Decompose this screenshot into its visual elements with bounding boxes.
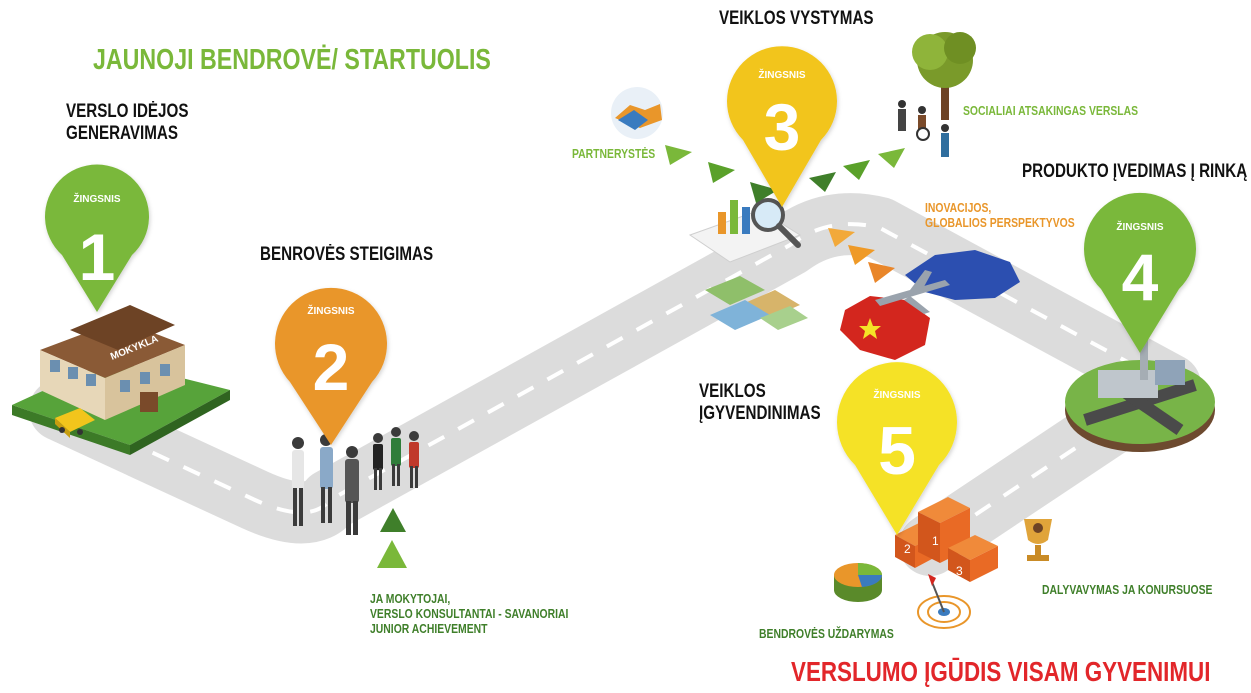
arrow-partnership-3: [750, 182, 778, 203]
school-building-icon: MOKYKLA: [12, 305, 230, 455]
flow-arrows: [665, 145, 905, 283]
step-5-title-line-1: VEIKLOS: [699, 381, 766, 402]
step-word-2: ŽINGSNIS: [307, 304, 355, 317]
step-pin-4: ŽINGSNIS 4: [1084, 192, 1196, 353]
partnerships-label: PARTNERYSTĖS: [572, 146, 656, 161]
podium-icon: 1 2 3: [895, 497, 998, 582]
factory-icon: [1065, 340, 1215, 452]
money-stack-icon: [705, 276, 808, 330]
innovation-line-1: INOVACIJOS,: [925, 200, 992, 215]
innovation-label: INOVACIJOS, GLOBALIOS PERSPEKTYVOS: [925, 200, 1075, 231]
support-line-1: JA MOKYTOJAI,: [370, 591, 451, 606]
step-word-1: ŽINGSNIS: [73, 192, 121, 205]
pie-chart-icon: [834, 563, 883, 602]
tree-people-icon: [898, 32, 976, 157]
step-number-3: 3: [764, 90, 801, 164]
step-1-title: VERSLO IDĖJOS GENERAVIMAS: [66, 101, 188, 145]
podium-place-third: 3: [956, 564, 963, 578]
support-label: JA MOKYTOJAI, VERSLO KONSULTANTAI - SAVA…: [370, 591, 569, 637]
world-map-icon: [840, 250, 1020, 360]
step-pin-1: ŽINGSNIS 1: [45, 164, 150, 312]
step-5-title-line-2: ĮGYVENDINIMAS: [699, 402, 821, 424]
social-responsibility-label: SOCIALIAI ATSAKINGAS VERSLAS: [963, 103, 1139, 118]
competitions-label: DALYVAVYMAS JA KONURSUOSE: [1042, 582, 1213, 597]
arrow-social-1: [878, 148, 905, 168]
support-arrow-up-1: [380, 508, 406, 532]
step-number-4: 4: [1122, 240, 1159, 314]
innovation-line-2: GLOBALIOS PERSPEKTYVOS: [925, 214, 1075, 230]
step-word-5: ŽINGSNIS: [873, 388, 921, 401]
step-pin-3: ŽINGSNIS 3: [727, 46, 837, 207]
arrow-innovation-2: [848, 245, 875, 265]
step-number-1: 1: [79, 220, 116, 294]
partnership-handshake-icon: [611, 87, 663, 139]
arrow-innovation-3: [868, 262, 895, 283]
step-1-title-line-1: VERSLO IDĖJOS: [66, 101, 189, 122]
people-group-icon: [292, 427, 419, 535]
school-bus-icon: [55, 408, 95, 438]
step-word-3: ŽINGSNIS: [758, 68, 806, 81]
step-pin-5: ŽINGSNIS 5: [837, 362, 957, 535]
header-title: JAUNOJI BENDROVĖ/ STARTUOLIS: [93, 44, 491, 76]
arrow-partnership-1: [665, 145, 692, 165]
step-number-2: 2: [313, 330, 350, 404]
support-line-3: JUNIOR ACHIEVEMENT: [370, 620, 488, 636]
step-5-title: VEIKLOS ĮGYVENDINIMAS: [699, 381, 821, 425]
support-arrow-up-2: [377, 540, 407, 568]
podium-place-first: 1: [932, 534, 939, 548]
arrow-social-2: [843, 160, 870, 180]
step-pin-2: ŽINGSNIS 2: [275, 287, 387, 445]
analytics-charts-icon: [688, 198, 802, 263]
step-word-4: ŽINGSNIS: [1116, 220, 1164, 233]
step-1-title-line-2: GENERAVIMAS: [66, 122, 179, 144]
step-4-title: PRODUKTO ĮVEDIMAS Į RINKĄ: [1022, 161, 1248, 182]
step-number-5: 5: [878, 413, 916, 489]
road: [29, 193, 1201, 576]
step-3-title: VEIKLOS VYSTYMAS: [719, 8, 874, 29]
step-2-title: BENROVĖS STEIGIMAS: [260, 244, 434, 265]
company-closing-label: BENDROVĖS UŽDARYMAS: [759, 626, 894, 641]
support-line-2: VERSLO KONSULTANTAI - SAVANORIAI: [370, 605, 569, 621]
arrow-partnership-2: [708, 162, 735, 183]
podium-place-second: 2: [904, 542, 911, 556]
footer-title: VERSLUMO ĮGŪDIS VISAM GYVENIMUI: [791, 656, 1211, 687]
arrow-innovation-1: [828, 228, 855, 247]
arrow-social-3: [809, 172, 836, 192]
trophy-icon: [1024, 519, 1052, 561]
target-icon: [917, 574, 971, 629]
